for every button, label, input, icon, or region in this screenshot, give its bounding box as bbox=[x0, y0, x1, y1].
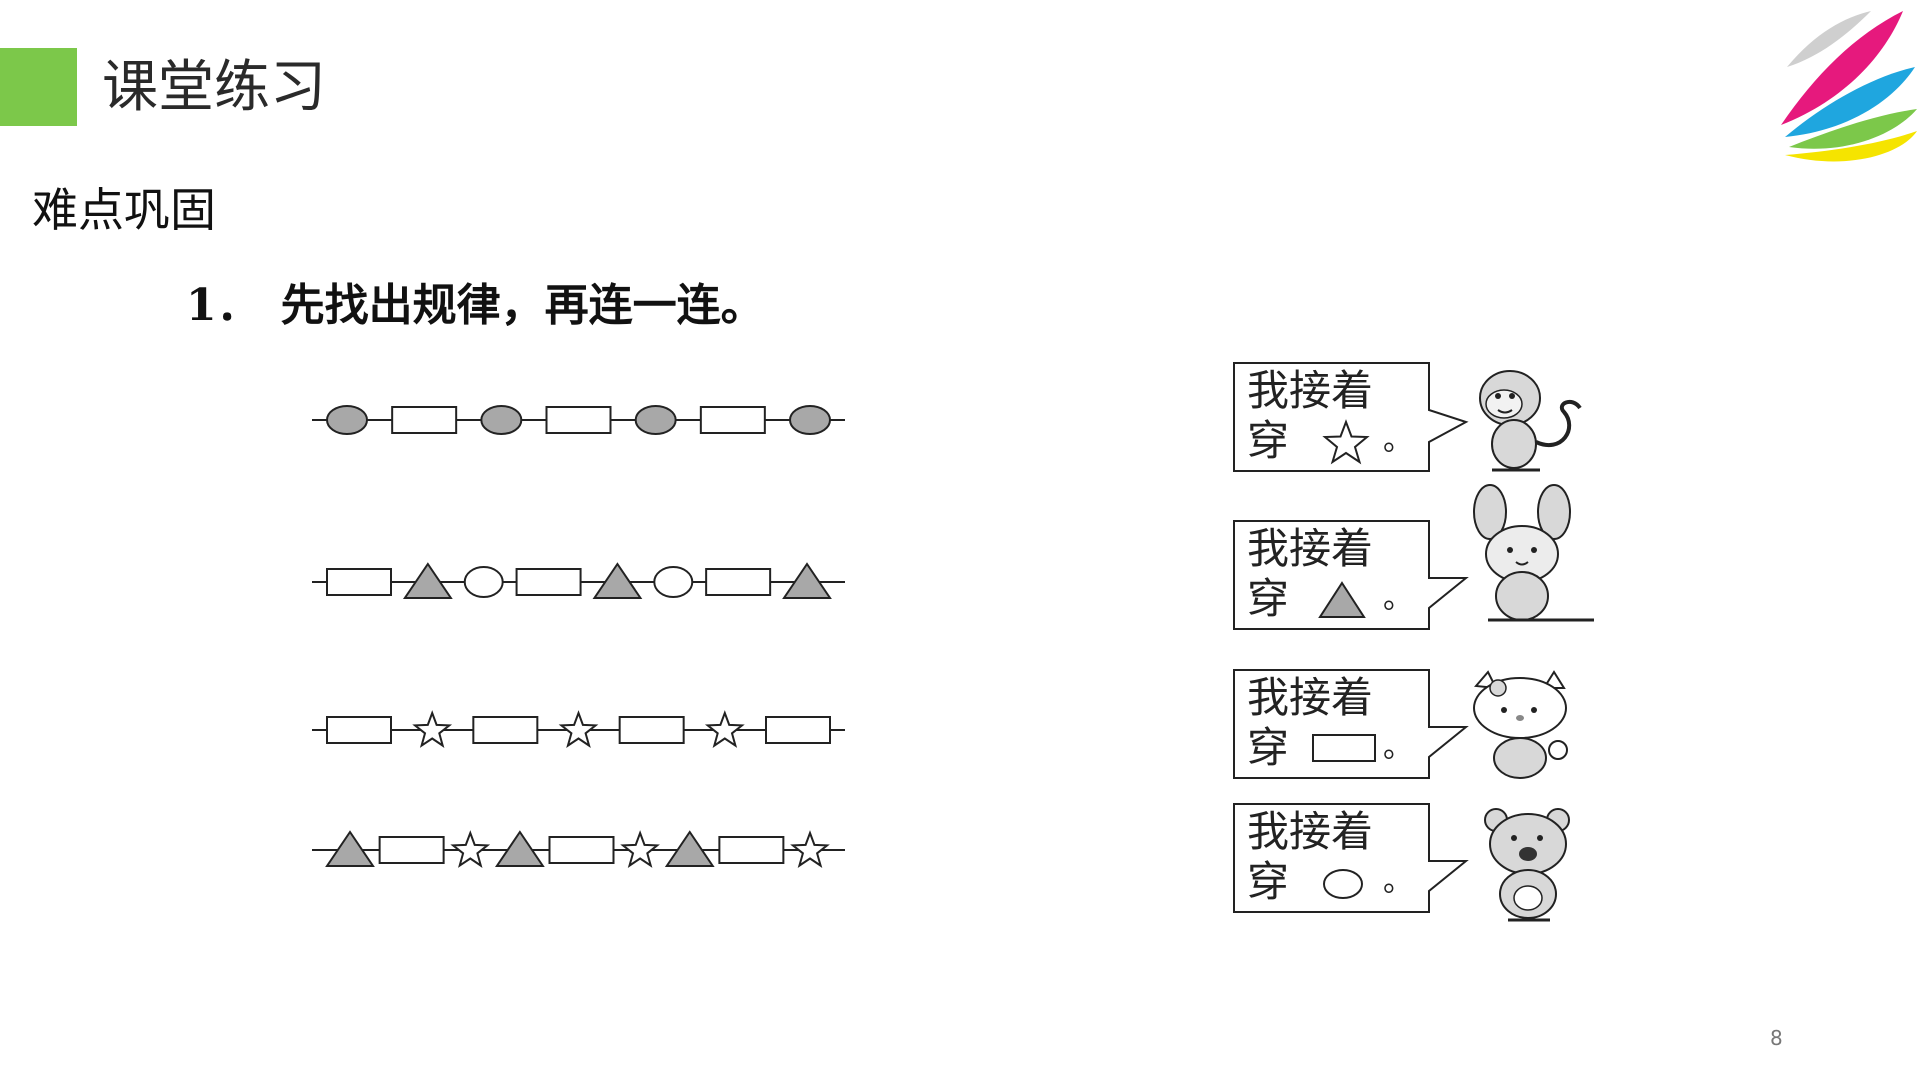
bead-rect bbox=[391, 406, 458, 434]
bead-triangle bbox=[325, 830, 375, 867]
bead-star bbox=[790, 830, 830, 868]
speech-bubble-3: 我接着 穿 。 bbox=[1233, 669, 1469, 779]
bubble-end: 。 bbox=[1383, 864, 1413, 899]
page-number: 8 bbox=[1770, 1026, 1783, 1050]
question-text: 先找出规律，再连一连。 bbox=[280, 280, 765, 331]
bead-triangle bbox=[402, 562, 453, 599]
star-icon bbox=[1322, 419, 1370, 465]
bead-rect bbox=[545, 406, 612, 434]
bead-rect bbox=[618, 716, 685, 744]
speech-bubble-2: 我接着 穿 。 bbox=[1233, 520, 1469, 630]
subheading: 难点巩固 bbox=[32, 183, 216, 237]
section-title: 课堂练习 bbox=[102, 55, 326, 120]
bead-circle-outline bbox=[463, 566, 504, 598]
bead-rect bbox=[515, 568, 582, 596]
bubble-line1: 我接着 bbox=[1247, 366, 1374, 415]
bubble-line1: 我接着 bbox=[1247, 524, 1374, 573]
bubble-frame bbox=[1233, 803, 1469, 913]
bubble-line1: 我接着 bbox=[1247, 673, 1374, 722]
bead-circle bbox=[480, 405, 523, 435]
speech-bubble-1: 我接着 穿 。 bbox=[1233, 362, 1469, 472]
bead-rect bbox=[718, 836, 785, 864]
bubble-line2: 穿 bbox=[1247, 416, 1290, 465]
bubble-end: 。 bbox=[1383, 581, 1413, 616]
bead-rect bbox=[765, 716, 831, 744]
bead-patterns bbox=[312, 405, 845, 868]
circle-icon bbox=[1323, 869, 1363, 899]
rabbit-icon bbox=[1473, 484, 1594, 622]
bead-rect bbox=[699, 406, 766, 434]
bead-star bbox=[704, 710, 745, 748]
logo-icon bbox=[1781, 11, 1917, 162]
bead-triangle bbox=[494, 830, 545, 867]
bead-star bbox=[558, 710, 599, 748]
bead-circle bbox=[789, 405, 831, 435]
bead-rect bbox=[705, 568, 772, 596]
triangle-icon bbox=[1318, 581, 1366, 618]
bubble-line2: 穿 bbox=[1247, 574, 1290, 623]
bubble-frame bbox=[1233, 520, 1469, 630]
bead-circle-outline bbox=[653, 566, 694, 598]
bead-triangle bbox=[782, 562, 832, 599]
monkey-icon bbox=[1479, 370, 1582, 472]
bead-rect bbox=[548, 836, 615, 864]
bubble-end: 。 bbox=[1383, 730, 1413, 765]
bead-triangle bbox=[592, 562, 643, 599]
bubble-line1: 我接着 bbox=[1247, 807, 1374, 856]
bubble-frame bbox=[1233, 669, 1469, 779]
bead-rect bbox=[472, 716, 539, 744]
bubble-end: 。 bbox=[1383, 423, 1413, 458]
rectangle-icon bbox=[1312, 734, 1376, 762]
bead-star bbox=[412, 710, 453, 748]
bead-circle bbox=[634, 405, 677, 435]
bubble-line2: 穿 bbox=[1247, 723, 1290, 772]
bead-rect bbox=[378, 836, 445, 864]
title-accent-block bbox=[0, 48, 77, 126]
speech-bubble-4: 我接着 穿 。 bbox=[1233, 803, 1469, 913]
bead-rect bbox=[326, 716, 392, 744]
question: 1． 先找出规律，再连一连。 bbox=[186, 276, 765, 336]
bead-rect bbox=[326, 568, 392, 596]
bead-circle bbox=[326, 405, 368, 435]
bubble-line2: 穿 bbox=[1247, 857, 1290, 906]
bubble-frame bbox=[1233, 362, 1469, 472]
question-number: 1． bbox=[186, 280, 261, 331]
bear-icon bbox=[1484, 808, 1570, 922]
bead-star bbox=[450, 830, 491, 868]
cat-icon bbox=[1473, 670, 1568, 779]
bead-triangle bbox=[664, 830, 715, 867]
bead-star bbox=[620, 830, 660, 868]
